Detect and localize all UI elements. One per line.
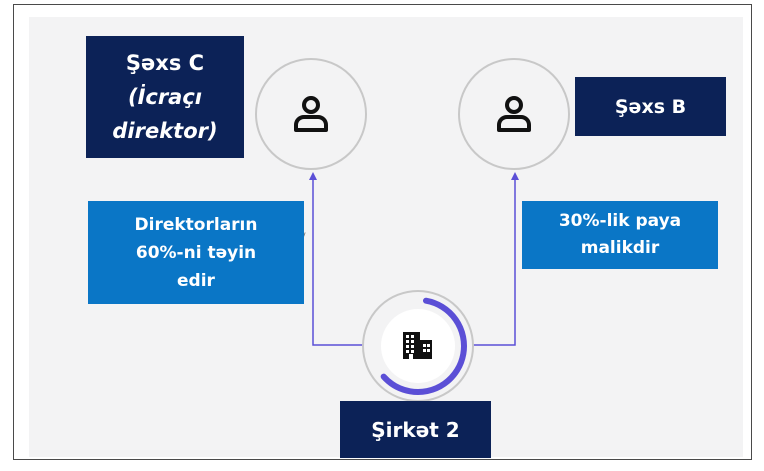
- connector-company-to-person-c: [309, 172, 370, 346]
- relation-c-label: Direktorların 60%-ni təyin edir: [88, 201, 304, 304]
- relation-b-line2: malikdir: [580, 238, 660, 258]
- company-icon-disc: [381, 309, 455, 383]
- person-c-label: Şəxs C (İcraçı direktor): [86, 36, 244, 158]
- person-c-role-line1: (İcraçı: [127, 85, 203, 109]
- building-icon: [403, 332, 432, 359]
- relation-b-line1: 30%-lik paya: [558, 211, 682, 231]
- person-c-role-line2: direktor): [112, 119, 218, 143]
- relation-c-line2: 60%-ni təyin: [135, 242, 257, 263]
- person-b-label: Şəxs B: [575, 77, 726, 136]
- person-icon: [294, 96, 328, 132]
- relation-c-line1: Direktorların: [134, 214, 258, 235]
- person-icon: [497, 96, 531, 132]
- company-ring: [369, 297, 467, 395]
- company-label: Şirkət 2: [340, 401, 491, 458]
- relation-c-line3: edir: [177, 270, 215, 291]
- connector-company-to-person-b: [470, 172, 519, 346]
- company-name: Şirkət 2: [371, 417, 460, 442]
- person-b-name: Şəxs B: [614, 95, 687, 118]
- company-node: [362, 290, 474, 402]
- relation-b-label: 30%-lik paya malikdir: [522, 201, 718, 269]
- person-b-node: [458, 58, 570, 170]
- person-c-node: [255, 58, 367, 170]
- person-c-name: Şəxs C: [125, 51, 205, 75]
